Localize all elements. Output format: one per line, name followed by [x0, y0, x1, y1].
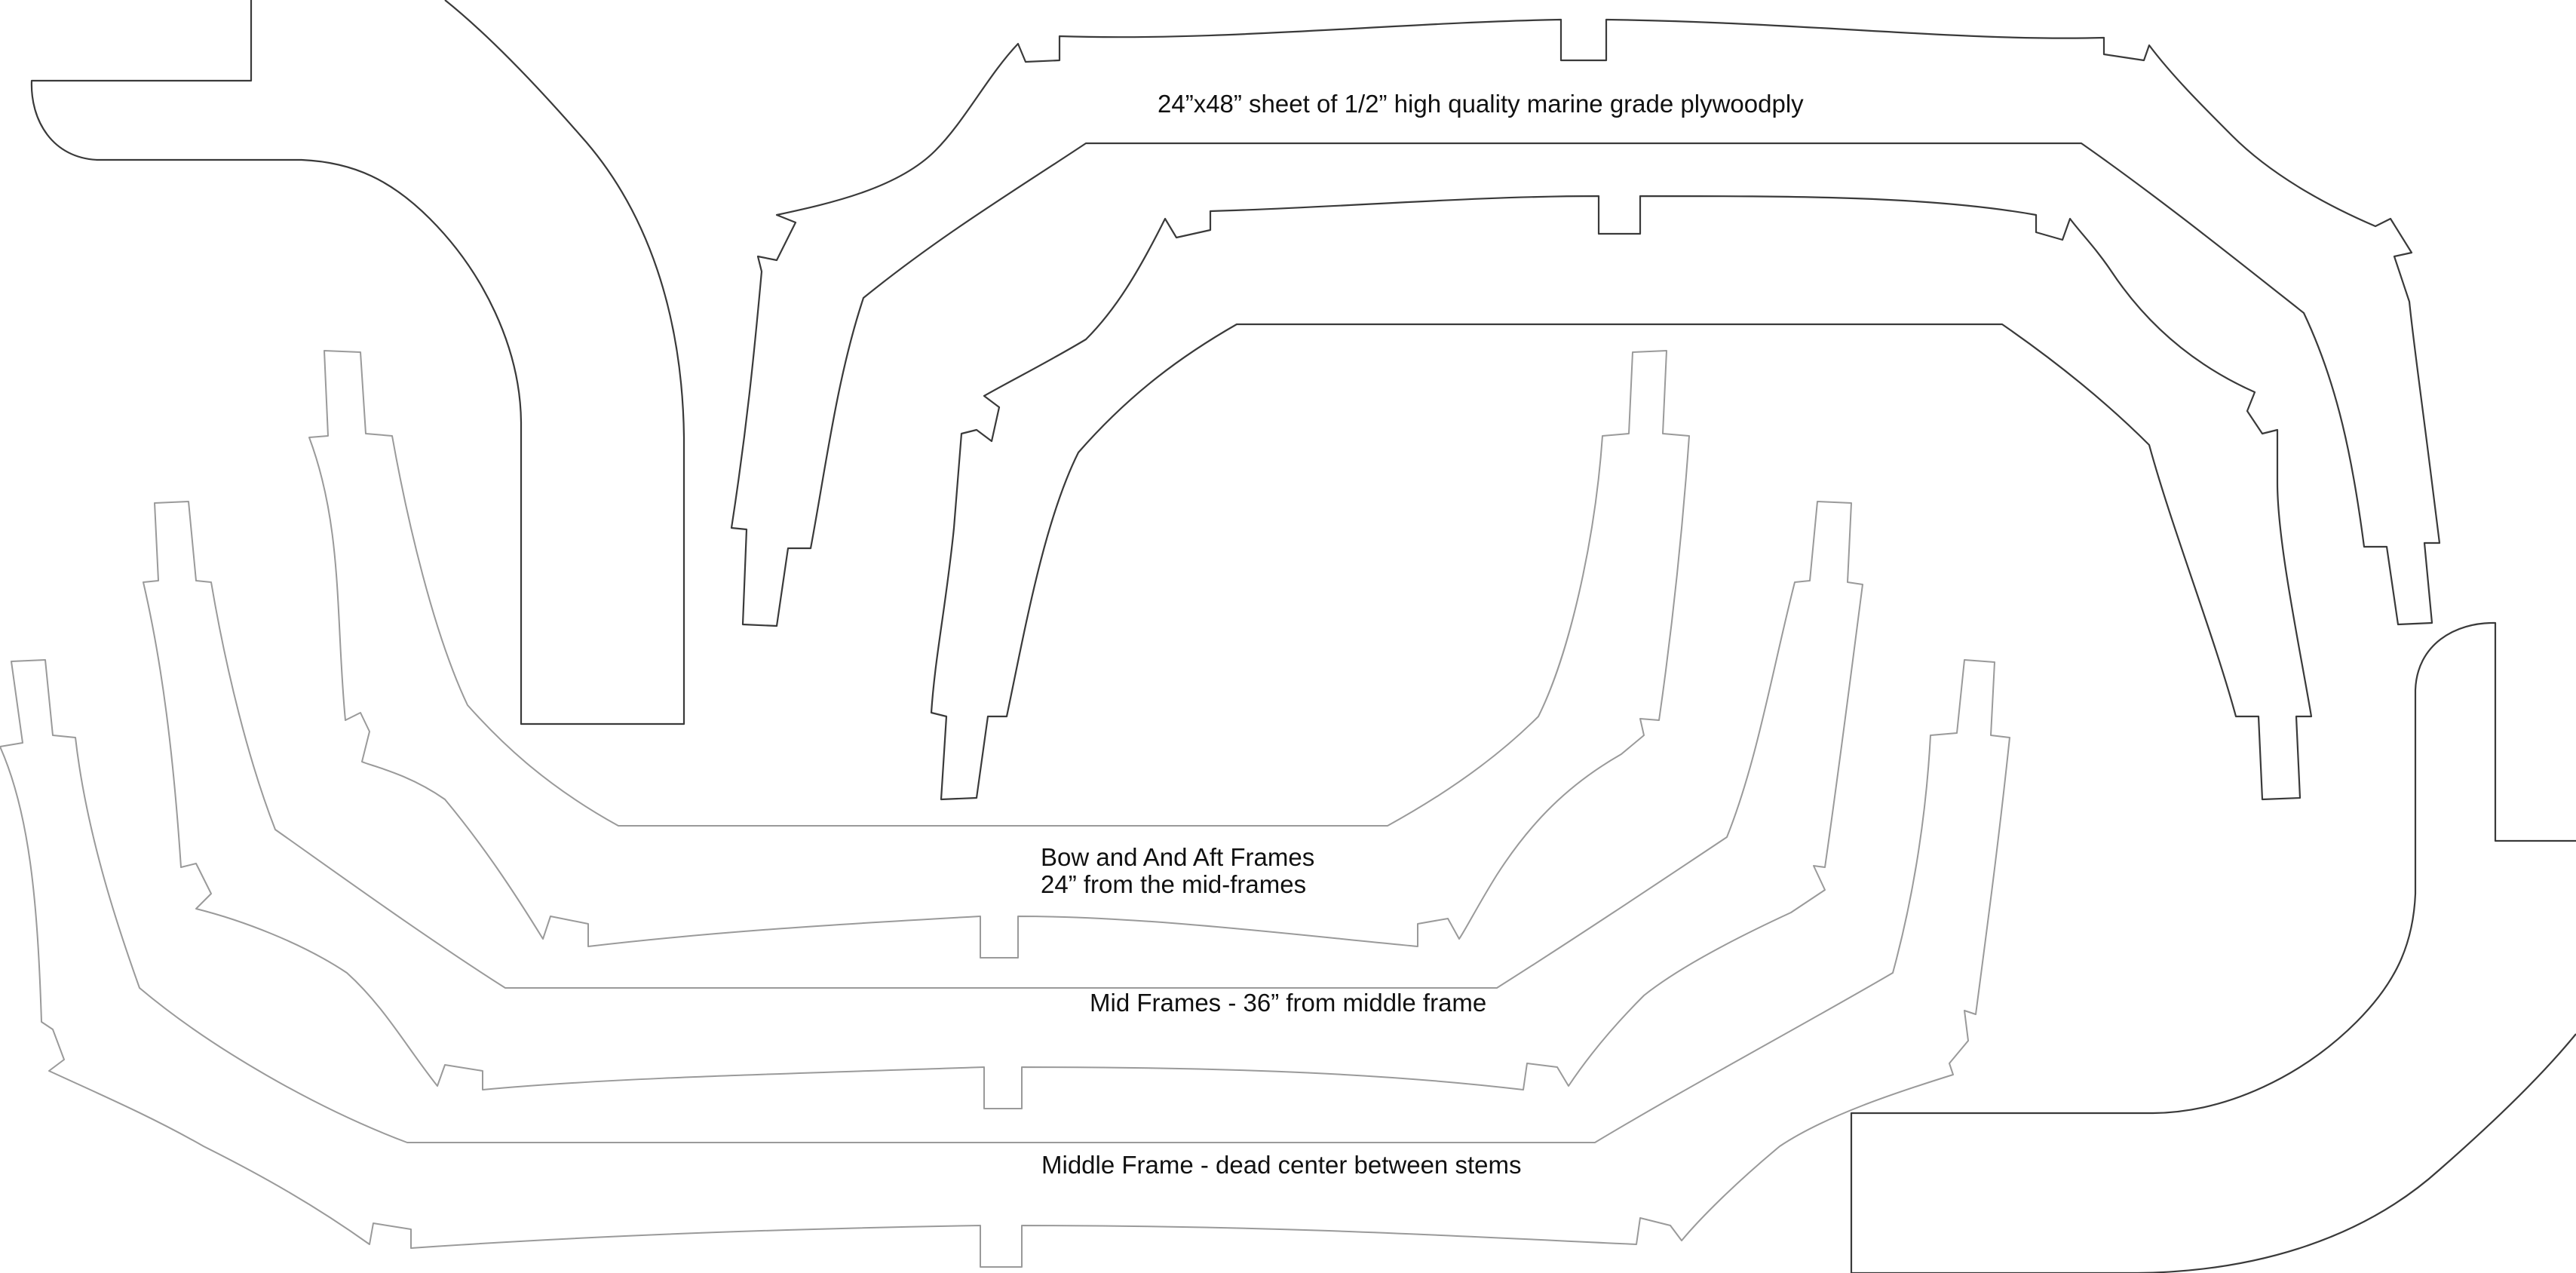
- stem-piece-right: [1850, 621, 2576, 1273]
- bow-aft-frames-title: Bow and And Aft Frames: [1041, 843, 1315, 871]
- mid-frames-label: Mid Frames - 36” from middle frame: [1090, 989, 1487, 1017]
- middle-frame-label: Middle Frame - dead center between stems: [1041, 1151, 1522, 1179]
- bow-aft-frames-distance: 24” from the mid-frames: [1041, 870, 1307, 898]
- bow-aft-frame-outer: [730, 18, 2441, 627]
- bow-aft-frames-label: Bow and And Aft Frames 24” from the mid-…: [1041, 844, 1314, 898]
- mid-frame-upper: [308, 350, 1690, 959]
- stem-piece-left: [30, 0, 685, 725]
- middle-frame: [0, 659, 2010, 1268]
- sheet-spec-label: 24”x48” sheet of 1/2” high quality marin…: [1158, 90, 1804, 118]
- mid-frame-middle: [143, 501, 1863, 1109]
- bow-aft-frame-inner: [930, 195, 2313, 801]
